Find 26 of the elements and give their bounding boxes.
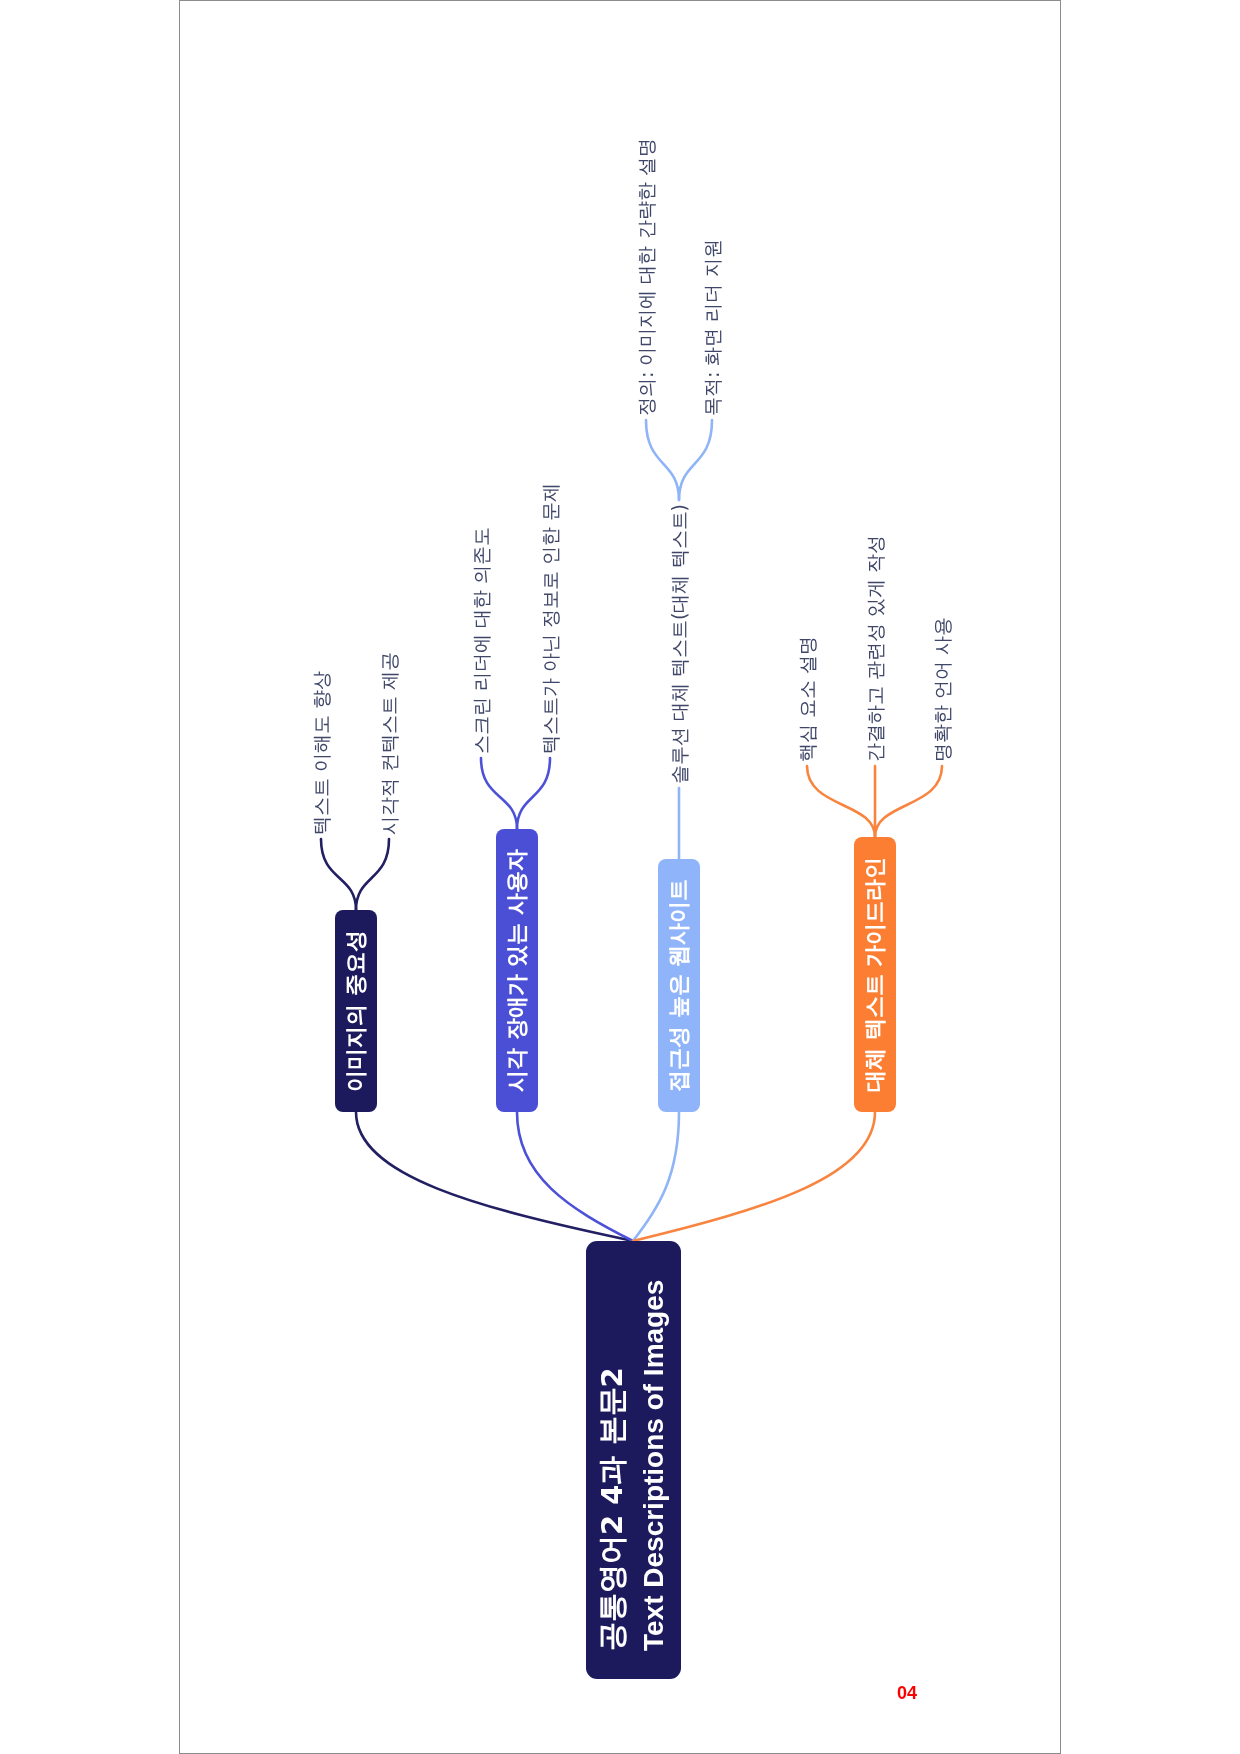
connector-line bbox=[515, 756, 552, 831]
subtopic-label: 솔루션 대체 텍스트(대체 텍스트) bbox=[667, 504, 691, 784]
page-number: 04 bbox=[897, 1682, 918, 1704]
topic-box: 대체 텍스트 가이드라인 bbox=[854, 836, 896, 1112]
topic-box: 이미지의 중요성 bbox=[335, 910, 377, 1112]
connector-line bbox=[677, 786, 681, 861]
subtopic-label: 텍스트가 아닌 정보로 인한 문제 bbox=[538, 482, 562, 754]
central-topic-box bbox=[585, 1241, 681, 1679]
subtopic-label: 목적: 화면 리더 지원 bbox=[700, 239, 724, 416]
subtopic-label: 시각적 컨텍스트 제공 bbox=[377, 651, 401, 835]
topic-box: 시각 장애가 있는 사용자 bbox=[496, 829, 538, 1112]
subtopic-label: 정의: 이미지에 대한 간략한 설명 bbox=[634, 138, 658, 416]
connector-line bbox=[677, 418, 714, 502]
connector-line bbox=[515, 1110, 635, 1243]
connector-line bbox=[631, 1110, 681, 1243]
connector-line bbox=[354, 837, 391, 912]
topic-subtitle: Text Descriptions of Images bbox=[636, 1278, 670, 1651]
topic-box: 접근성 높은 웹사이트 bbox=[658, 858, 700, 1112]
connector-line bbox=[631, 1110, 877, 1243]
subtopic-label: 핵심 요소 설명 bbox=[795, 635, 819, 762]
topic-title: 공통영어2 4과 본문2 bbox=[593, 1366, 630, 1651]
connector-line bbox=[873, 764, 944, 839]
subtopic-label: 간결하고 관련성 있게 작성 bbox=[863, 534, 887, 762]
subtopic-label: 명확한 언어 사용 bbox=[930, 616, 954, 762]
subtopic-label: 텍스트 이해도 향상 bbox=[309, 670, 333, 835]
subtopic-label: 스크린 리더에 대한 의존도 bbox=[469, 526, 493, 754]
